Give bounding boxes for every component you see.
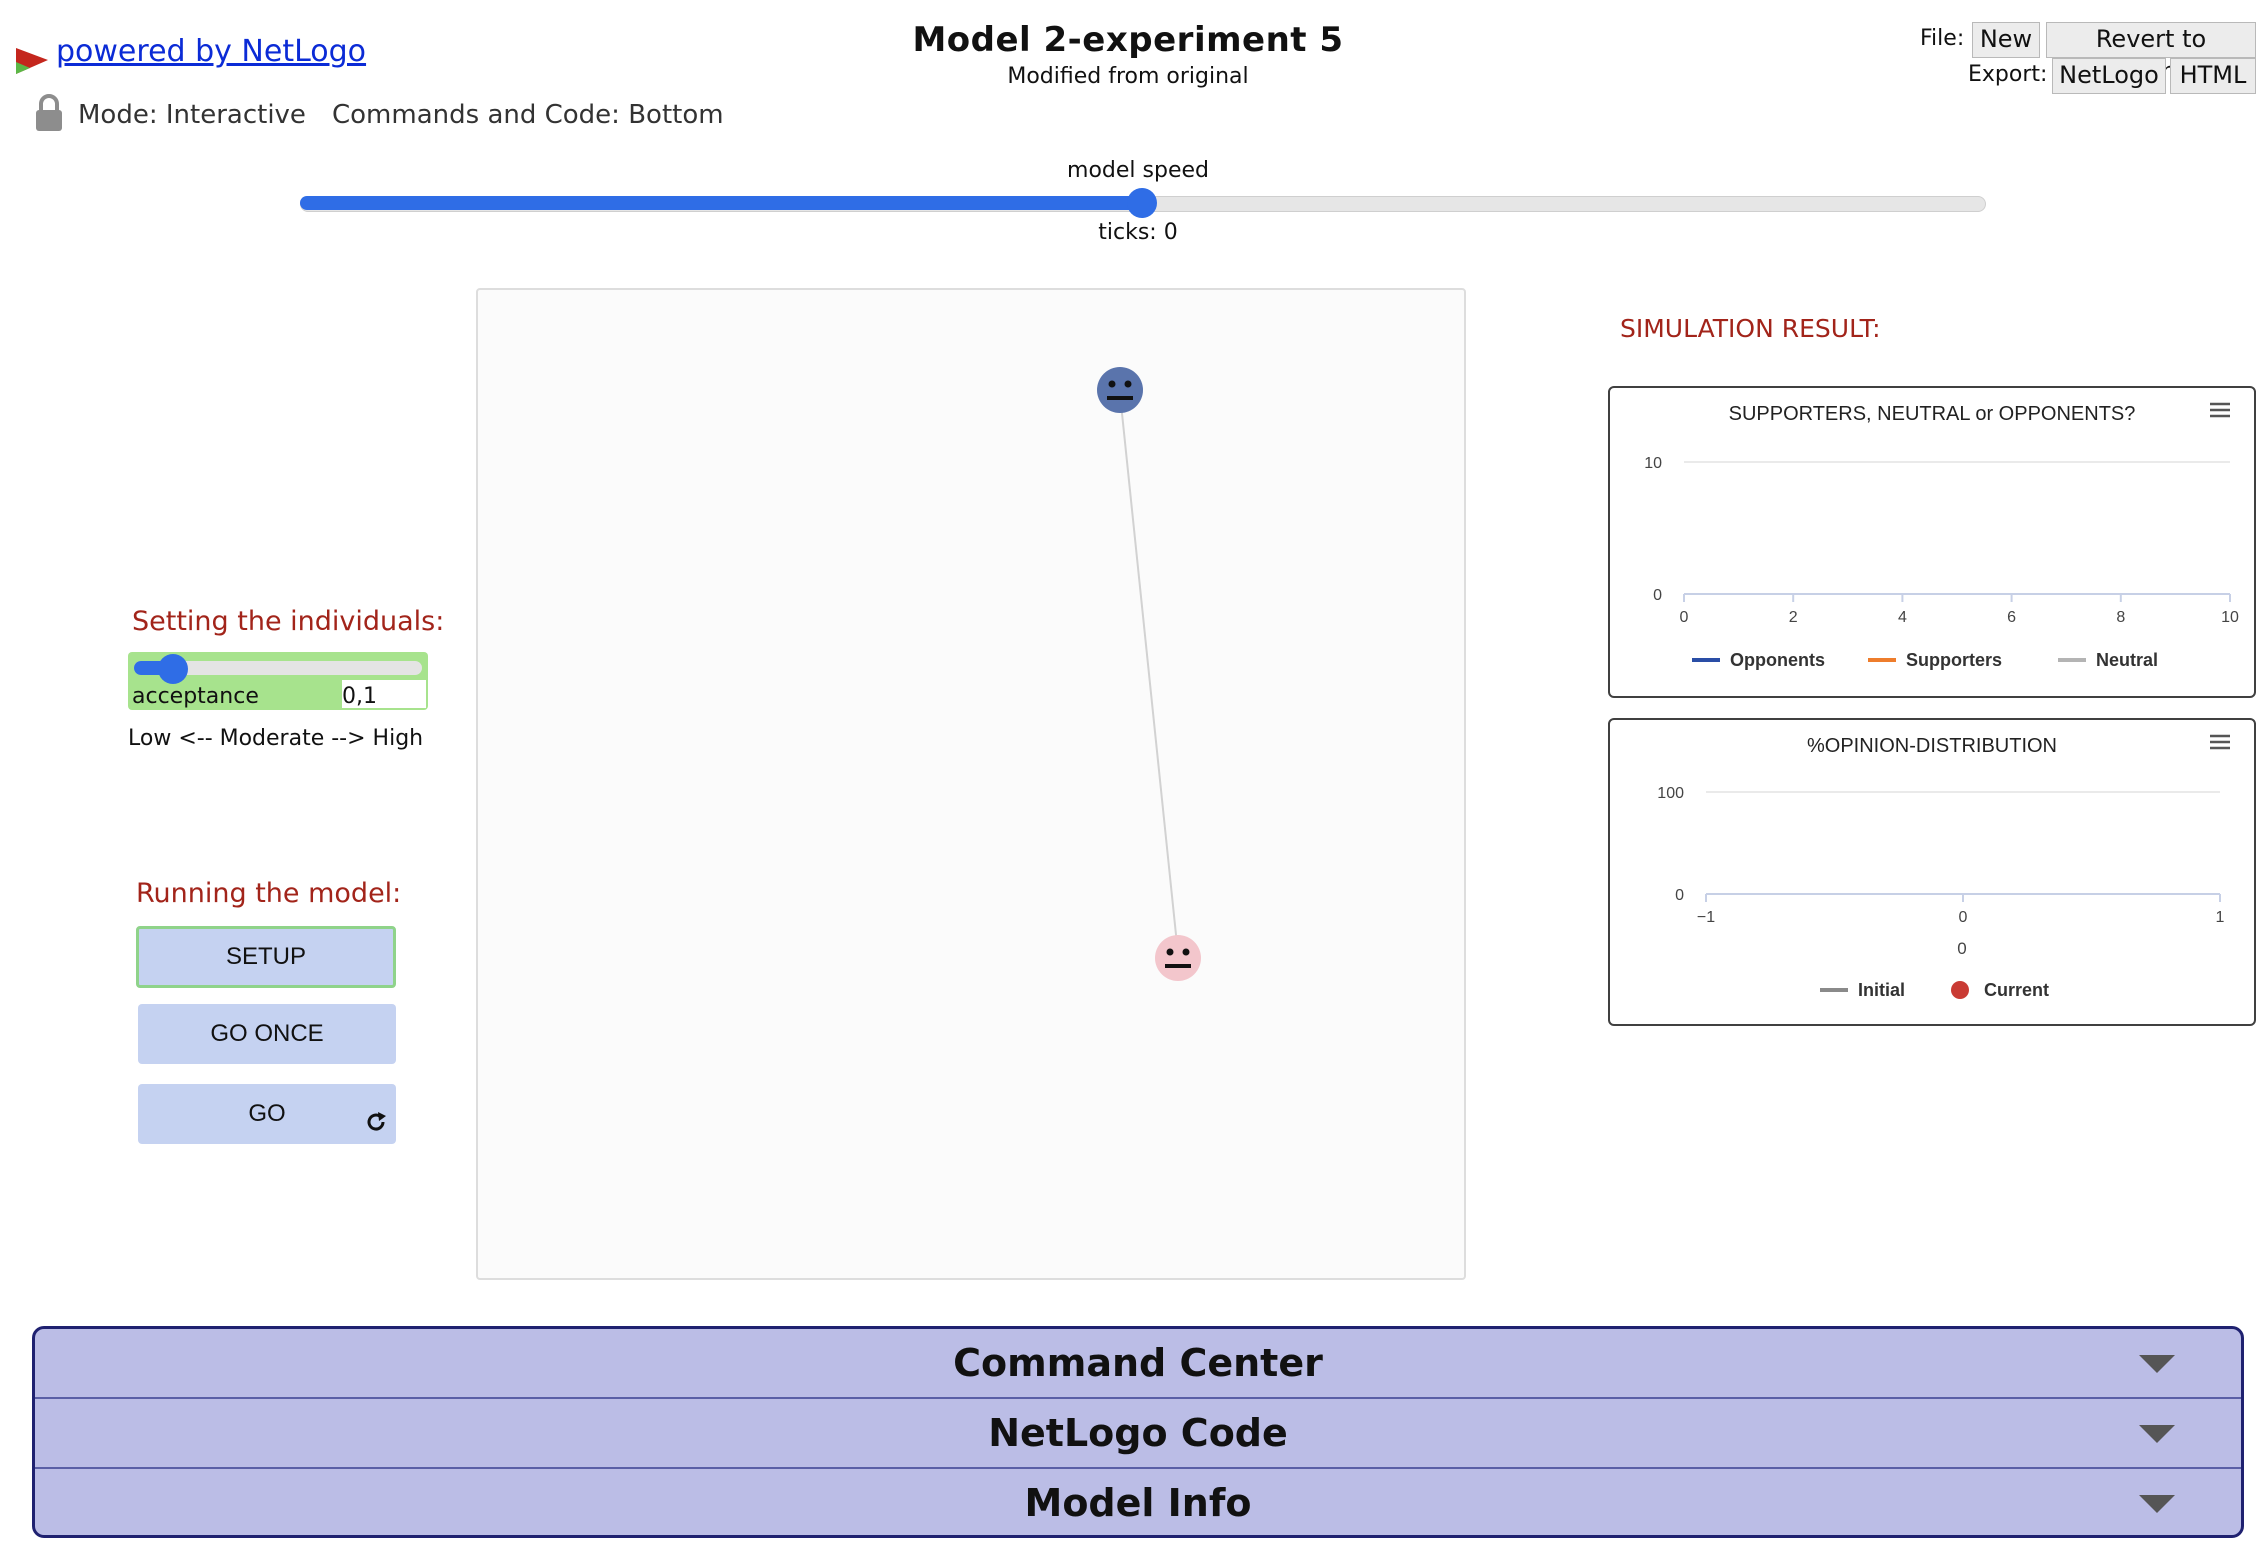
go-button[interactable]: GO [138,1084,396,1144]
world-view[interactable] [476,288,1466,1280]
acceptance-scale-note: Low <-- Moderate --> High [128,726,424,751]
plot1-x-tick-label: 6 [2007,609,2016,626]
revert-to-original-button[interactable]: Revert to Original [2046,22,2256,85]
export-netlogo-button[interactable]: NetLogo [2052,58,2166,94]
model-speed-fill [300,196,1142,210]
bottom-panels: Command Center NetLogo Code Model Info [32,1326,2244,1538]
turtle-supporter-face[interactable] [1155,935,1201,981]
acceptance-label: acceptance [132,684,259,709]
go-once-button[interactable]: GO ONCE [138,1004,396,1064]
acceptance-value-box [342,680,426,708]
netlogo-logo-icon[interactable] [14,42,50,78]
network-link [1119,393,1179,955]
plot2-xlabel: 0 [1957,939,1966,958]
acceptance-slider-track[interactable] [134,661,422,675]
forever-loop-icon [367,1112,386,1131]
plot1-x-tick-label: 4 [1898,609,1907,626]
running-model-heading: Running the model: [136,878,402,909]
plot1-x-tick-label: 10 [2221,609,2239,626]
powered-by-netlogo-link[interactable]: powered by NetLogo [56,34,367,69]
plot1-y-tick-label: 10 [1644,455,1662,472]
model-info-panel[interactable]: Model Info [35,1467,2241,1535]
plot1-y-tick-label: 0 [1653,587,1662,604]
plot1-title: SUPPORTERS, NEUTRAL or OPPONENTS? [1729,403,2136,425]
new-button[interactable]: New [1972,22,2040,58]
plot1-menu-icon[interactable] [2210,402,2230,418]
plot1-x-tick-label: 8 [2116,609,2125,626]
setting-individuals-heading: Setting the individuals: [132,606,445,637]
model-info-label: Model Info [1024,1481,1252,1525]
plot2-title: %OPINION-DISTRIBUTION [1807,735,2057,757]
opinion-distribution-plot[interactable]: %OPINION-DISTRIBUTION 0 0 100 −1 0 1 Initial… [1608,718,2256,1026]
plot1-x-tick-label: 2 [1789,609,1798,626]
plot2-legend-current[interactable]: Current [1984,980,2049,1000]
simulation-result-heading: SIMULATION RESULT: [1620,314,1881,343]
acceptance-slider-handle[interactable] [157,654,188,684]
mode-indicator[interactable]: Mode: Interactive [78,100,306,130]
export-html-button[interactable]: HTML [2170,58,2256,94]
command-center-panel[interactable]: Command Center [35,1329,2241,1397]
model-speed-handle[interactable] [1127,188,1157,218]
acceptance-value[interactable]: 0,1 [342,684,377,709]
plot2-x-tick-label: −1 [1697,909,1715,926]
chevron-down-icon[interactable] [2139,1495,2175,1513]
plot2-legend-marker[interactable] [1951,981,1969,999]
turtle-opponent-face[interactable] [1097,367,1143,413]
plot1-legend-supporters[interactable]: Supporters [1906,650,2002,670]
plot2-y-tick-label: 100 [1657,785,1684,802]
plot2-legend-initial[interactable]: Initial [1858,980,1905,1000]
supporters-neutral-opponents-plot[interactable]: SUPPORTERS, NEUTRAL or OPPONENTS? 0 10 0 2 4… [1608,386,2256,698]
plot2-x-tick-label: 0 [1959,909,1968,926]
plot1-x-tick-label: 0 [1680,609,1689,626]
model-speed-label: model speed [1067,158,1209,183]
lock-icon[interactable] [34,94,64,132]
plot1-legend-opponents[interactable]: Opponents [1730,650,1825,670]
chevron-down-icon[interactable] [2139,1425,2175,1443]
command-center-label: Command Center [953,1341,1323,1385]
plot2-menu-icon[interactable] [2210,734,2230,750]
chevron-down-icon[interactable] [2139,1355,2175,1373]
file-label: File: [1920,26,1965,51]
ticks-counter: ticks: 0 [1098,220,1178,245]
setup-button[interactable]: SETUP [136,926,396,988]
plot2-y-tick-label: 0 [1675,887,1684,904]
export-label: Export: [1968,62,2048,87]
netlogo-code-panel[interactable]: NetLogo Code [35,1397,2241,1467]
netlogo-code-label: NetLogo Code [988,1411,1288,1455]
plot1-legend-neutral[interactable]: Neutral [2096,650,2158,670]
plot2-x-tick-label: 1 [2216,909,2225,926]
commands-code-position[interactable]: Commands and Code: Bottom [332,100,724,130]
